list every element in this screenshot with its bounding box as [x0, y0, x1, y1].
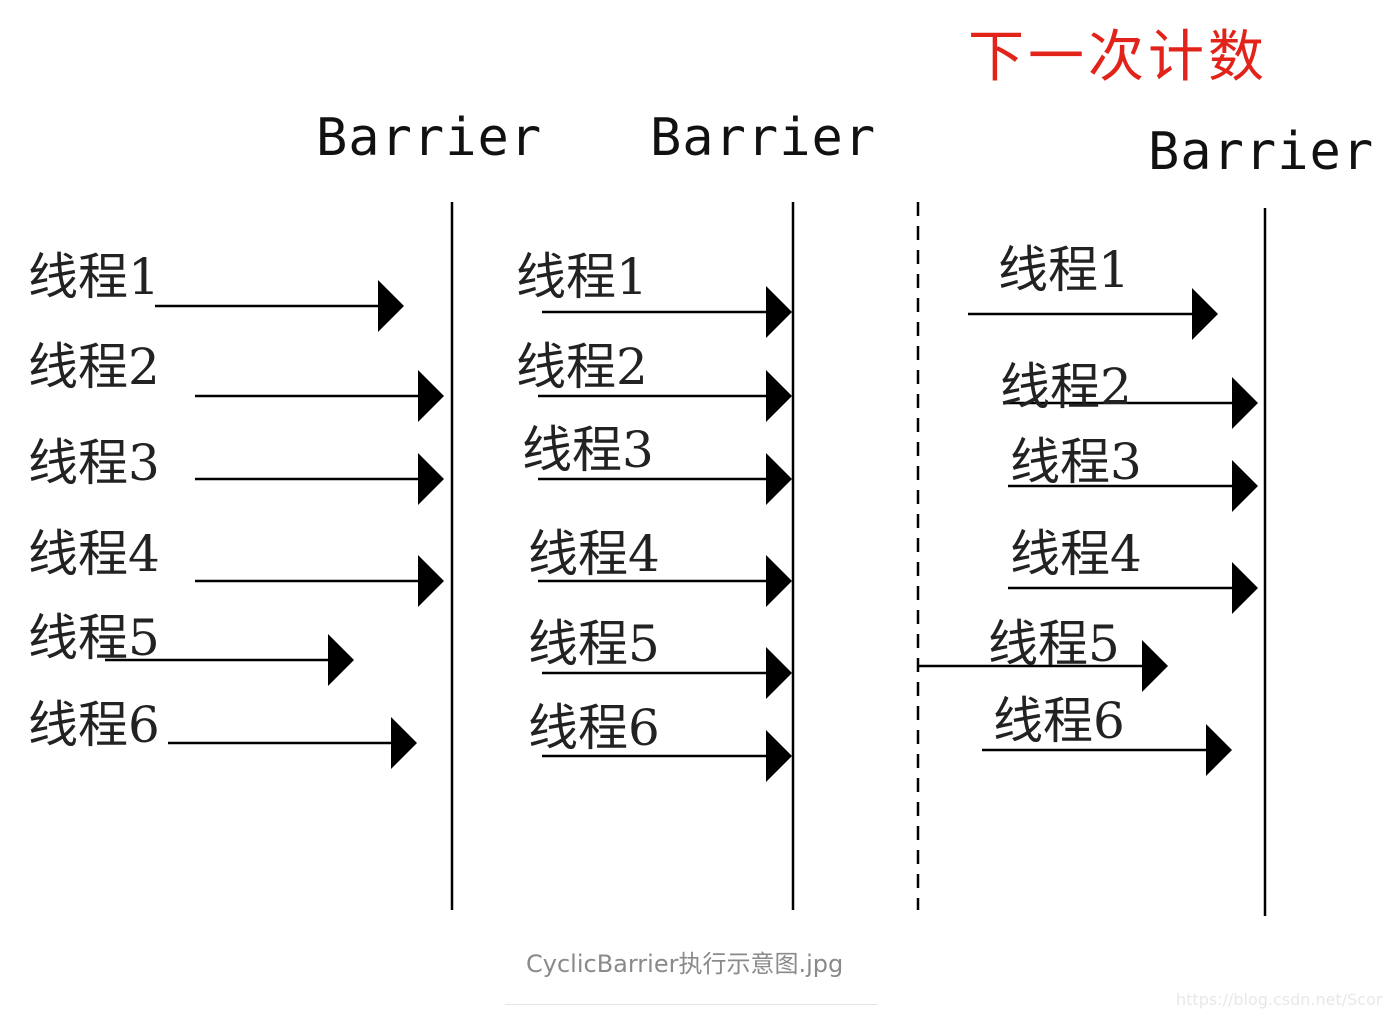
thread-label-g1-2: 线程2 — [28, 338, 160, 396]
arrowhead-g2-t6 — [766, 730, 792, 782]
thread-label-g2-6: 线程6 — [528, 699, 660, 757]
arrowhead-g3-t4 — [1232, 562, 1258, 614]
arrowhead-g1-t1 — [378, 280, 404, 332]
thread-label-g1-5: 线程5 — [28, 609, 160, 667]
arrowhead-g1-t5 — [328, 634, 354, 686]
image-caption: CyclicBarrier执行示意图.jpg — [526, 950, 844, 978]
arrowhead-g1-t2 — [418, 370, 444, 422]
arrowhead-g3-t6 — [1206, 724, 1232, 776]
arrowhead-g3-t3 — [1232, 460, 1258, 512]
arrowhead-g1-t6 — [391, 717, 417, 769]
arrowhead-g2-t1 — [766, 286, 792, 338]
arrowhead-g3-t1 — [1192, 288, 1218, 340]
caption-divider — [505, 1004, 877, 1005]
thread-label-g2-4: 线程4 — [528, 525, 660, 583]
thread-label-g3-1: 线程1 — [998, 241, 1130, 299]
arrowhead-g2-t5 — [766, 647, 792, 699]
barrier-label-1: Barrier — [316, 108, 543, 168]
arrowhead-g2-t4 — [766, 555, 792, 607]
arrowhead-g2-t3 — [766, 453, 792, 505]
thread-label-g2-5: 线程5 — [528, 615, 660, 673]
barrier-label-3: Barrier — [1148, 122, 1375, 182]
thread-label-g2-3: 线程3 — [522, 421, 654, 479]
group-1-arrows — [105, 280, 444, 769]
group-2-arrows — [538, 286, 792, 782]
watermark: https://blog.csdn.net/ScorpC — [1176, 990, 1384, 1009]
thread-label-g2-1: 线程1 — [516, 248, 648, 306]
group-3-arrows — [918, 288, 1258, 776]
thread-label-g1-1: 线程1 — [28, 248, 160, 306]
thread-label-g3-3: 线程3 — [1010, 433, 1142, 491]
arrowhead-g1-t3 — [418, 453, 444, 505]
thread-label-g1-6: 线程6 — [28, 696, 160, 754]
thread-label-g3-4: 线程4 — [1010, 525, 1142, 583]
arrowhead-g2-t2 — [766, 370, 792, 422]
thread-label-g3-2: 线程2 — [1000, 358, 1132, 416]
thread-label-g3-5: 线程5 — [988, 615, 1120, 673]
thread-label-g1-3: 线程3 — [28, 434, 160, 492]
arrowhead-g3-t5 — [1142, 640, 1168, 692]
arrowhead-g1-t4 — [418, 555, 444, 607]
arrowhead-g3-t2 — [1232, 377, 1258, 429]
thread-label-g2-2: 线程2 — [516, 338, 648, 396]
next-count-title: 下一次计数 — [968, 25, 1268, 90]
barrier-label-2: Barrier — [650, 108, 877, 168]
thread-label-g3-6: 线程6 — [993, 692, 1125, 750]
thread-label-g1-4: 线程4 — [28, 525, 160, 583]
